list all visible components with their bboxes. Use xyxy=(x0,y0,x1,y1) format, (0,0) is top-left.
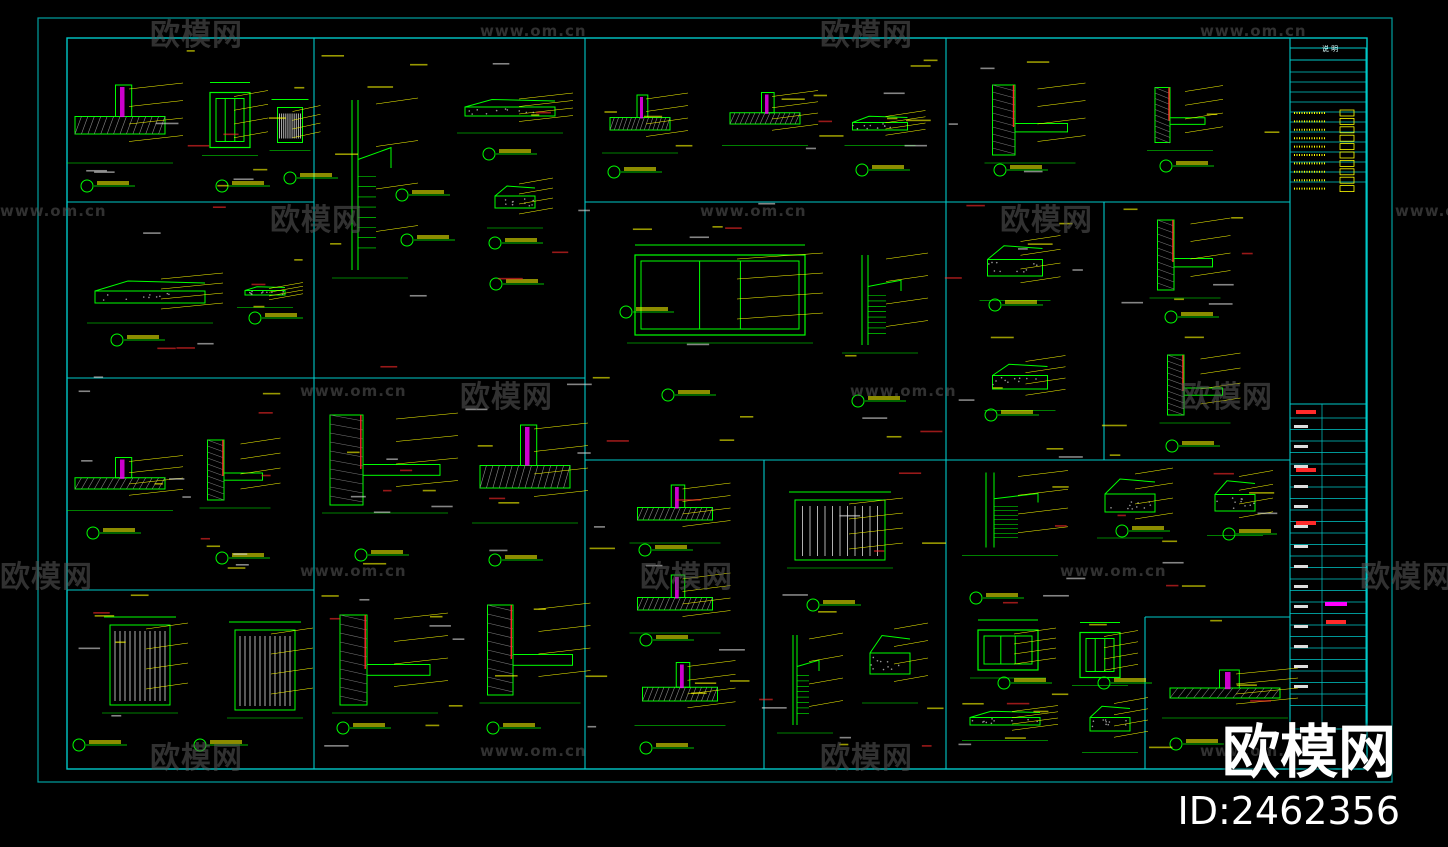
legend-swatches xyxy=(1294,109,1355,688)
outer-border xyxy=(37,17,1393,783)
inner-border xyxy=(66,37,1368,770)
title-block xyxy=(1289,47,1367,730)
title-block-rows xyxy=(1290,71,1366,729)
annotation-text xyxy=(78,50,1280,749)
notes-heading: 说 明 xyxy=(1321,45,1339,53)
detail-markers xyxy=(72,147,1277,755)
detail-drawings xyxy=(67,82,1299,753)
brand-id-label: ID:2462356 xyxy=(1177,789,1400,833)
brand-logo-text: 欧模网 xyxy=(1221,718,1396,786)
